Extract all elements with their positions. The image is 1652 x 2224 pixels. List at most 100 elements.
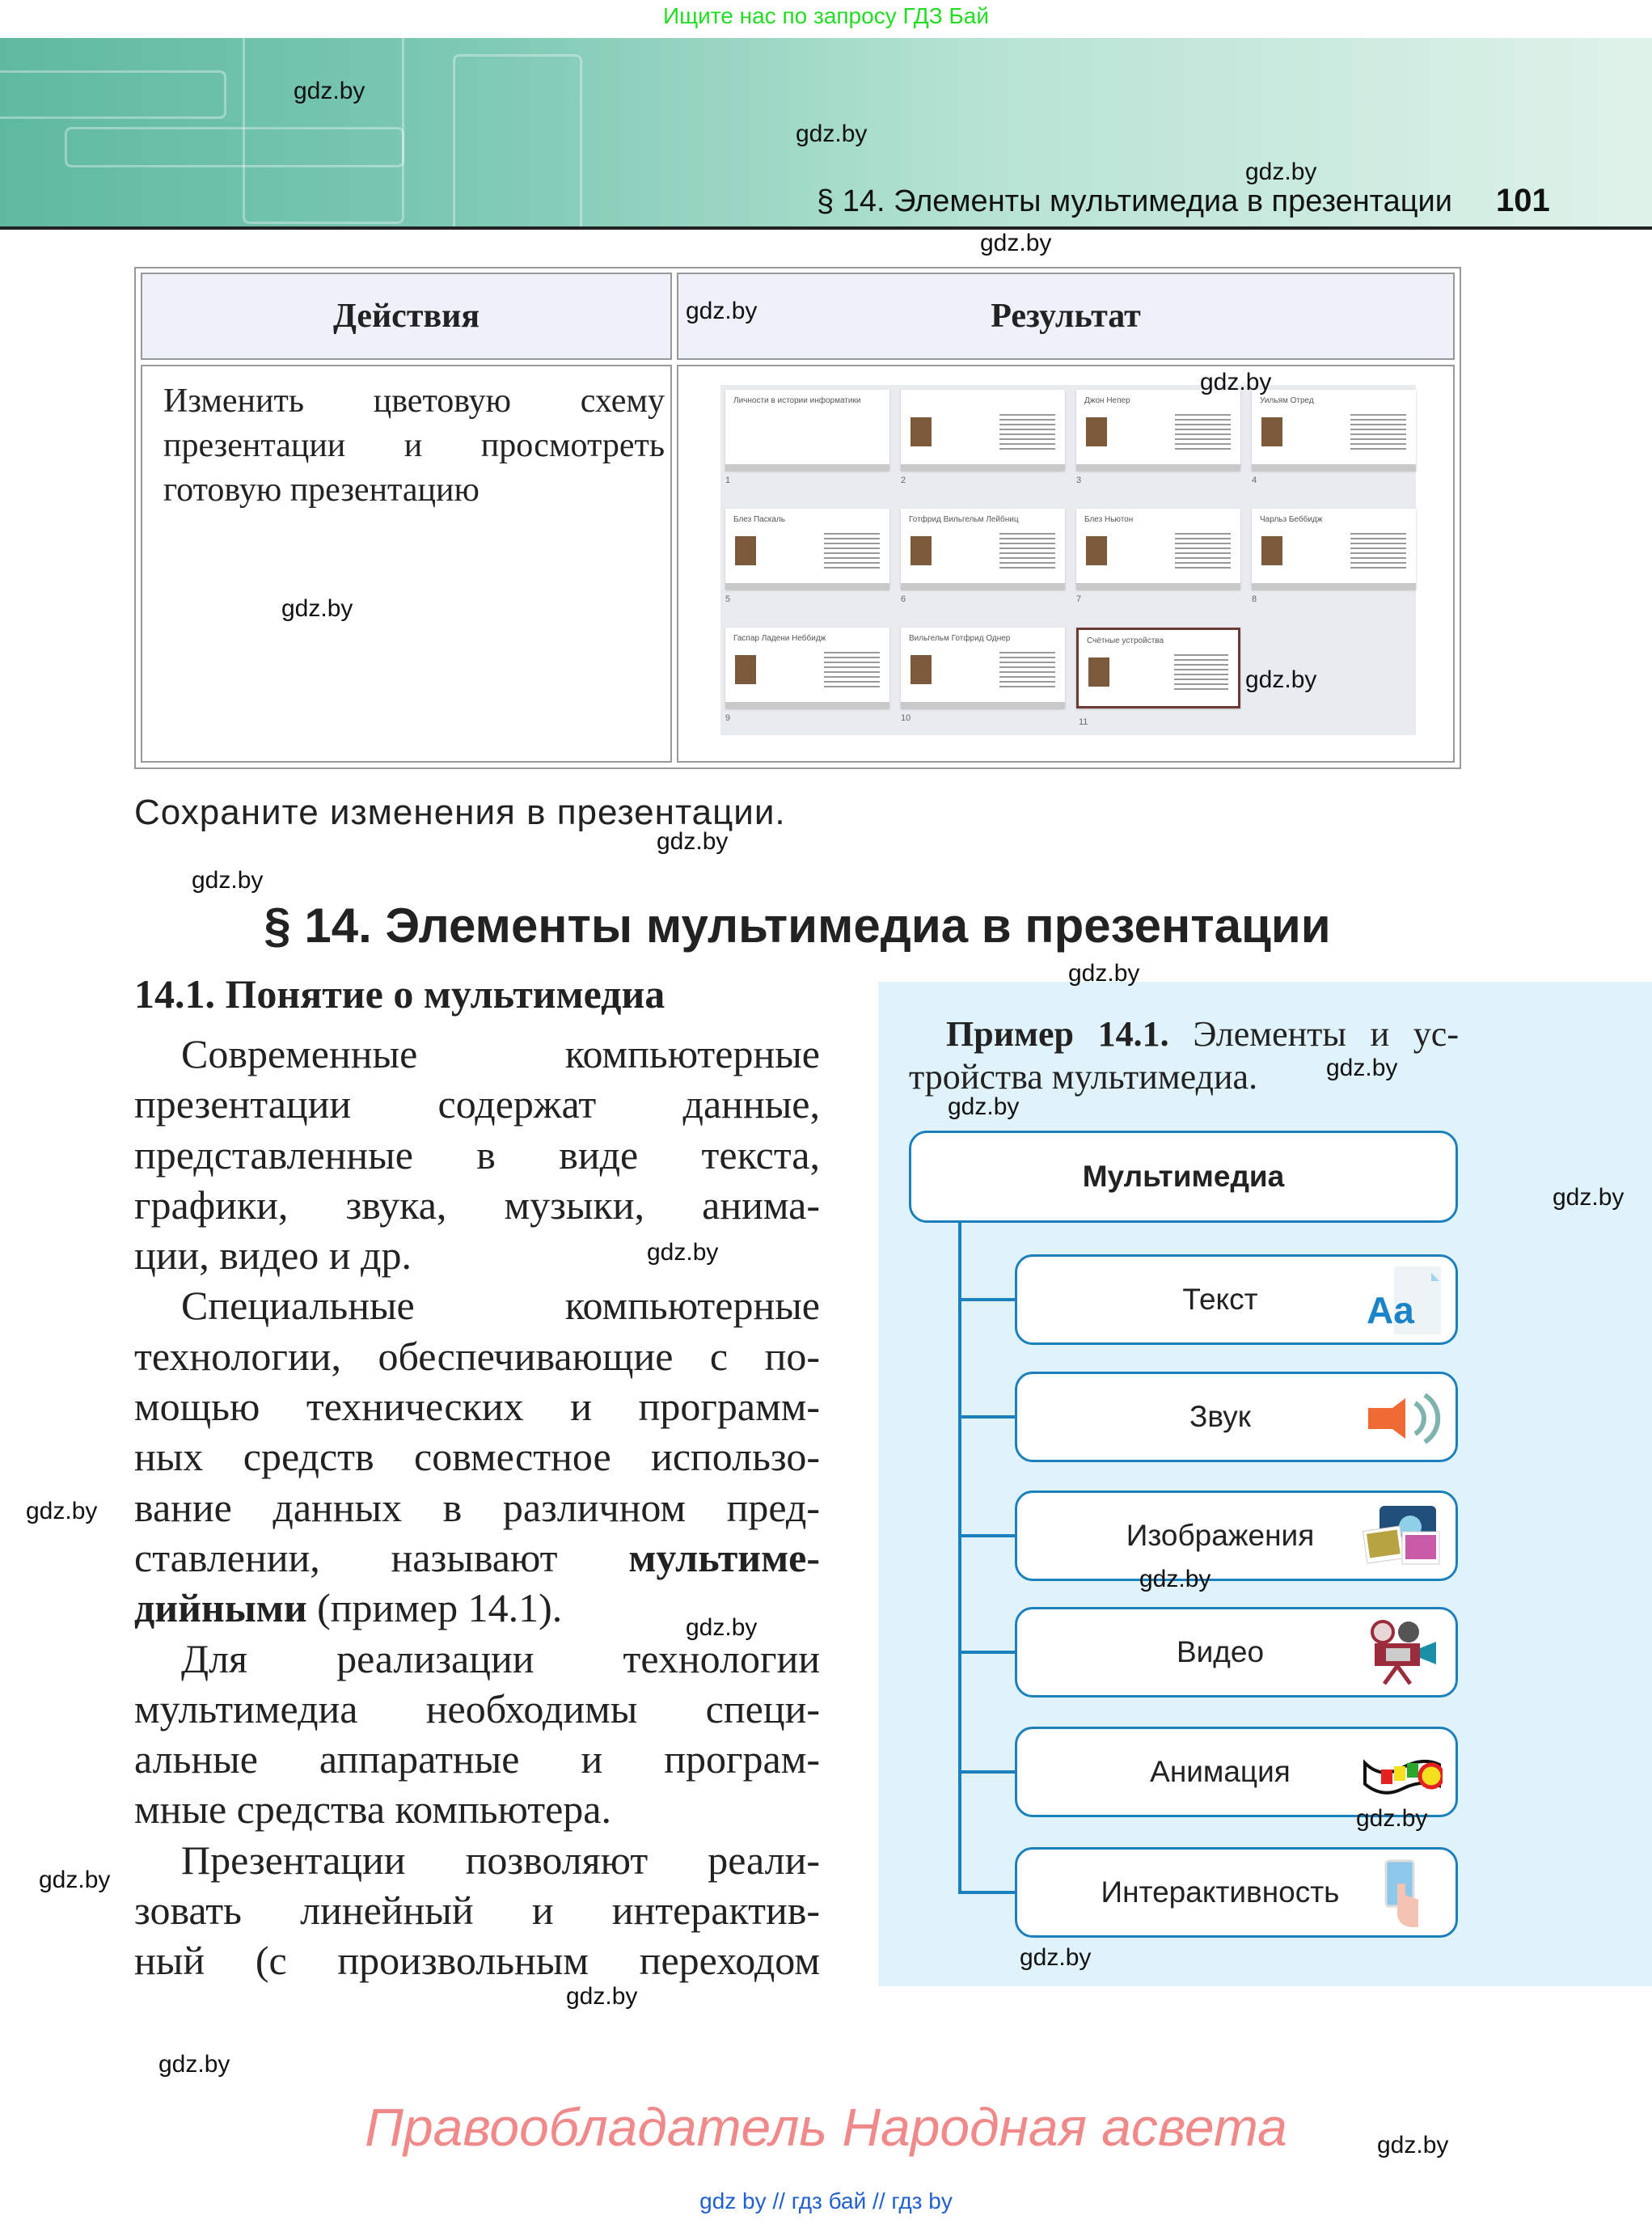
film-strip-icon: [1362, 1739, 1445, 1808]
slide-text-lines: [1174, 414, 1231, 450]
slide-number: 1: [725, 476, 731, 485]
body-line: Презентации позволяют реали-: [181, 1837, 820, 1883]
watermark: gdz.by: [158, 2051, 230, 2078]
page-number: 101: [1496, 183, 1550, 218]
portrait-image: [911, 536, 932, 565]
watermark: gdz.by: [796, 121, 868, 147]
search-hint: Ищите нас по запросу ГДЗ Бай: [662, 3, 990, 28]
bold-term: дийными: [134, 1585, 307, 1631]
slide-text-lines: [999, 652, 1055, 687]
body-line: Специальные компьютерные: [181, 1283, 820, 1329]
body-line: зовать линейный и интерактив-: [134, 1888, 820, 1934]
caption-text: Элементы и ус-: [1193, 1014, 1459, 1054]
save-instruction: Сохраните изменения в презентации.: [134, 793, 786, 832]
slide-thumbnail: Блез Паскаль 5: [725, 509, 889, 604]
body-line: мные средства компьютера.: [134, 1786, 611, 1833]
slide-title: Счётные устройства: [1087, 636, 1164, 645]
slide-title: Вильгельм Готфрид Однер: [909, 634, 1011, 643]
body-line: мультимедиа необходимы специ-: [134, 1685, 820, 1731]
subsection-title: 14.1. Понятие о мультимедиа: [134, 971, 665, 1017]
slide-number: 9: [725, 713, 731, 723]
slide-title: Готфрид Вильгельм Лейбниц: [909, 515, 1019, 524]
slide-text-lines: [999, 533, 1055, 569]
slide-text-lines: [1174, 654, 1229, 690]
slide-text-lines: [1350, 414, 1406, 450]
text-aa-icon: Aa: [1362, 1266, 1443, 1336]
watermark: gdz.by: [657, 828, 729, 855]
slide-number: 5: [725, 594, 731, 604]
watermark: gdz.by: [980, 230, 1052, 256]
slide-number: 11: [1079, 717, 1088, 727]
slide-text-lines: [1174, 533, 1231, 569]
portrait-image: [735, 655, 756, 684]
body-line: Современные компьютерные: [181, 1031, 820, 1076]
watermark: gdz.by: [948, 1093, 1020, 1120]
slide-number: 6: [901, 594, 906, 604]
bottom-links[interactable]: gdz by // гдз бай // гдз by: [699, 2188, 953, 2213]
copyright-footer: Правообладатель Народная асвета: [365, 2097, 1287, 2157]
watermark: gdz.by: [281, 595, 353, 622]
slide-number: 4: [1252, 476, 1257, 485]
watermark: gdz.by: [1139, 1566, 1211, 1592]
body-line: ный (с произвольным переходом: [134, 1938, 820, 1984]
slide-title: Блез Паскаль: [733, 515, 785, 524]
watermark: gdz.by: [647, 1239, 719, 1266]
watermark: gdz.by: [39, 1867, 111, 1893]
watermark: gdz.by: [1377, 2132, 1449, 2158]
action-text: Изменить цветовую схему презентации и пр…: [163, 383, 665, 509]
example-label: Пример 14.1.: [946, 1014, 1169, 1054]
slide-thumbnail: Готфрид Вильгельм Лейбниц 6: [901, 509, 1065, 604]
slide-thumbnail: Счётные устройства 11: [1076, 628, 1240, 727]
body-text: Современные компьютерные презентации сод…: [134, 1029, 820, 1986]
slide-number: 10: [901, 713, 911, 723]
watermark: gdz.by: [1356, 1805, 1428, 1832]
portrait-image: [735, 536, 756, 565]
diagram-item: Изображения: [1015, 1490, 1458, 1581]
tree-branch: [958, 1651, 1016, 1654]
diagram-item-label: Видео: [1176, 1635, 1265, 1668]
tree-connector: [958, 1223, 961, 1894]
body-line: дийными (пример 14.1).: [134, 1583, 820, 1633]
camera-photos-icon: [1362, 1503, 1443, 1572]
speaker-icon: [1362, 1384, 1443, 1453]
watermark: gdz.by: [1326, 1055, 1398, 1081]
running-head: § 14. Элементы мультимедиа в презентации: [817, 184, 1453, 218]
slide-text-lines: [1350, 533, 1406, 569]
slide-title: Уильям Отред: [1260, 396, 1314, 405]
diagram-item-label: Анимация: [1150, 1755, 1291, 1788]
header-banner: [0, 38, 1652, 230]
slide-title: Джон Непер: [1084, 396, 1130, 405]
portrait-image: [1088, 657, 1109, 687]
body-line: ции, видео и др.: [134, 1233, 412, 1279]
watermark: gdz.by: [192, 867, 264, 894]
watermark: gdz.by: [1245, 666, 1317, 693]
body-line: альные аппаратные и програм-: [134, 1736, 820, 1782]
watermark: gdz.by: [1553, 1184, 1625, 1211]
portrait-image: [1086, 536, 1107, 565]
body-line: представленные в виде текста,: [134, 1131, 820, 1178]
body-text-run: ставлении, называют: [134, 1534, 558, 1580]
diagram-item: Звук: [1015, 1372, 1458, 1462]
body-line: Для реализации технологии: [181, 1635, 820, 1681]
diagram-item: Видео: [1015, 1607, 1458, 1698]
watermark: gdz.by: [26, 1498, 98, 1524]
watermark: gdz.by: [1245, 159, 1317, 185]
result-cell: [677, 365, 1455, 763]
body-line: презентации содержат данные,: [134, 1081, 820, 1127]
watermark: gdz.by: [686, 1614, 758, 1641]
caption-line: тройства мультимедиа.: [909, 1057, 1258, 1097]
body-line: мощью технических и программ-: [134, 1384, 820, 1430]
body-text-run: (пример 14.1).: [306, 1585, 563, 1631]
bold-term: мультиме-: [628, 1534, 820, 1580]
header-actions: Действия: [141, 273, 672, 360]
actions-table: Действия Результат Изменить цветовую схе…: [134, 267, 1461, 769]
watermark: gdz.by: [566, 1983, 638, 2010]
diagram-item-label: Интерактивность: [1101, 1875, 1340, 1909]
touch-tablet-icon: [1362, 1859, 1443, 1929]
slide-thumbnail: Уильям Отред 4: [1252, 390, 1416, 485]
portrait-image: [1261, 417, 1282, 446]
